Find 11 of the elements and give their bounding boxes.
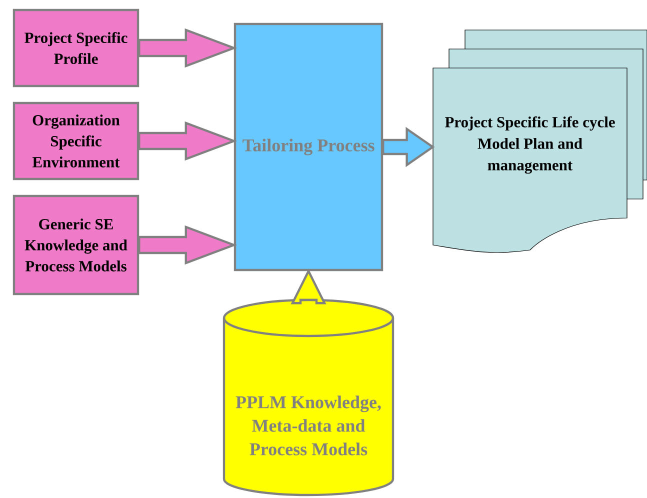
input-box: Organization Specific Environment	[12, 102, 140, 180]
block-arrow	[138, 121, 238, 161]
document-stack: Project Specific Life cycle Model Plan and management	[432, 30, 647, 253]
block-arrow	[138, 28, 238, 68]
block-arrow	[138, 225, 238, 265]
input-box: Generic SE Knowledge and Process Models	[12, 194, 140, 296]
block-arrow	[382, 126, 435, 168]
input-box: Project Specific Profile	[12, 8, 140, 88]
process-box: Tailoring Process	[234, 22, 384, 272]
block-arrow	[290, 268, 326, 304]
database-cylinder: PPLM Knowledge, Meta-data and Process Models	[222, 298, 394, 496]
